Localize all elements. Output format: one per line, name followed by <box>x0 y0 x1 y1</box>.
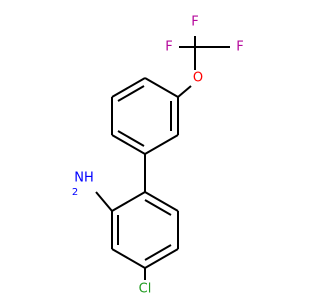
bond-o-ring <box>177 85 192 98</box>
bond-ring1-double-2 <box>117 130 145 147</box>
atom-oxygen: O <box>193 71 203 86</box>
atom-fluorine-top: F <box>191 15 198 30</box>
bond-ring2-a <box>111 191 146 212</box>
bond-ring2-f <box>144 191 179 212</box>
bond-ring1-d <box>111 134 146 155</box>
atom-fluorine-right: F <box>236 40 243 55</box>
atom-amine-subscript: 2 <box>72 187 78 198</box>
bond-ring2-c <box>111 248 146 269</box>
atom-amine: NH <box>74 171 94 186</box>
bond-c-n <box>95 191 113 212</box>
bond-ring2-double-3 <box>144 199 172 216</box>
bond-ring1-e <box>144 134 179 155</box>
atom-fluorine-left: F <box>165 40 172 55</box>
bond-ring1-b <box>111 77 146 98</box>
molecule-diagram: F F F O NH 2 Cl <box>72 15 244 297</box>
atom-chlorine: Cl <box>139 282 152 297</box>
bond-ring1-double-1 <box>117 85 145 102</box>
bond-ring2-double-2 <box>144 244 172 261</box>
bond-ring1-a <box>144 77 179 98</box>
bond-ring2-d <box>144 248 179 269</box>
